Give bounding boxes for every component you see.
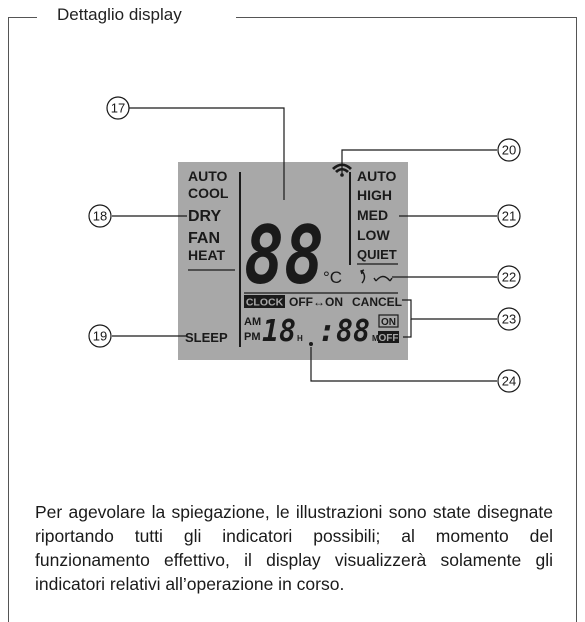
fan-label-med: MED [357,207,388,223]
mode-label-fan: FAN [188,230,220,247]
hour-unit: H [297,334,303,343]
lcd-panel [178,162,408,360]
cancel-label: CANCEL [352,295,402,309]
callout-21-circle [497,204,521,228]
callout-22-circle [497,265,521,289]
mode-label-heat: HEAT [188,247,226,263]
callout-18-circle [88,204,112,228]
off-badge [378,331,399,343]
frame-right-border [576,17,577,622]
wifi-icon [332,163,352,177]
temperature-unit: °C [323,268,342,287]
mode-label-auto: AUTO [188,168,228,184]
on-label: ON [381,317,396,328]
callout-23-circle [497,307,521,331]
callout-24-circle [497,369,521,393]
off-label: OFF [379,333,399,344]
section-title: Dettaglio display [57,5,182,24]
clock-badge [244,295,285,308]
timer-colon: : [318,314,336,349]
mode-label-cool: COOL [188,185,229,201]
timer-minute-digits: 88 [336,314,370,349]
leader-24 [310,347,497,382]
callout-18-label: 18 [93,209,107,224]
callout-20-label: 20 [502,143,516,158]
mode-label-dry: DRY [188,208,222,225]
callout-17-label: 17 [111,101,125,116]
callout-19-label: 19 [93,329,107,344]
minute-unit: M [372,334,379,343]
explanatory-note: Per agevolare la spiegazione, le illustr… [35,502,553,594]
fan-label-quiet: QUIET [357,247,397,262]
swing-horizontal-icon [373,275,393,282]
sleep-label: SLEEP [185,330,228,345]
frame-top-right-border [236,17,577,18]
timer-dot [309,342,313,346]
clock-label: CLOCK [246,297,284,309]
timer-hour-digits: 18 [262,314,296,349]
callout-22-label: 22 [502,270,516,285]
callout-19-circle [88,324,112,348]
temperature-digits: 88 [244,209,324,302]
fan-label-high: HIGH [357,187,392,203]
callout-17-circle [106,96,130,120]
callout-23-label: 23 [502,312,516,327]
leader-23b [403,319,412,338]
leader-lines [112,107,497,382]
frame-top-left-border [8,17,37,18]
on-badge [378,314,399,328]
fan-label-low: LOW [357,227,390,243]
frame-left-border [8,17,9,622]
callout-20-circle [497,138,521,162]
pm-label: PM [244,331,261,343]
callout-21-label: 21 [502,209,516,224]
am-label: AM [244,316,261,328]
swing-vertical-icon [360,269,366,284]
leader-17 [128,107,285,200]
leader-23 [402,299,497,320]
fan-label-auto: AUTO [357,168,397,184]
off-on-label: OFF↔ON [289,295,343,309]
callout-24-label: 24 [502,374,516,389]
